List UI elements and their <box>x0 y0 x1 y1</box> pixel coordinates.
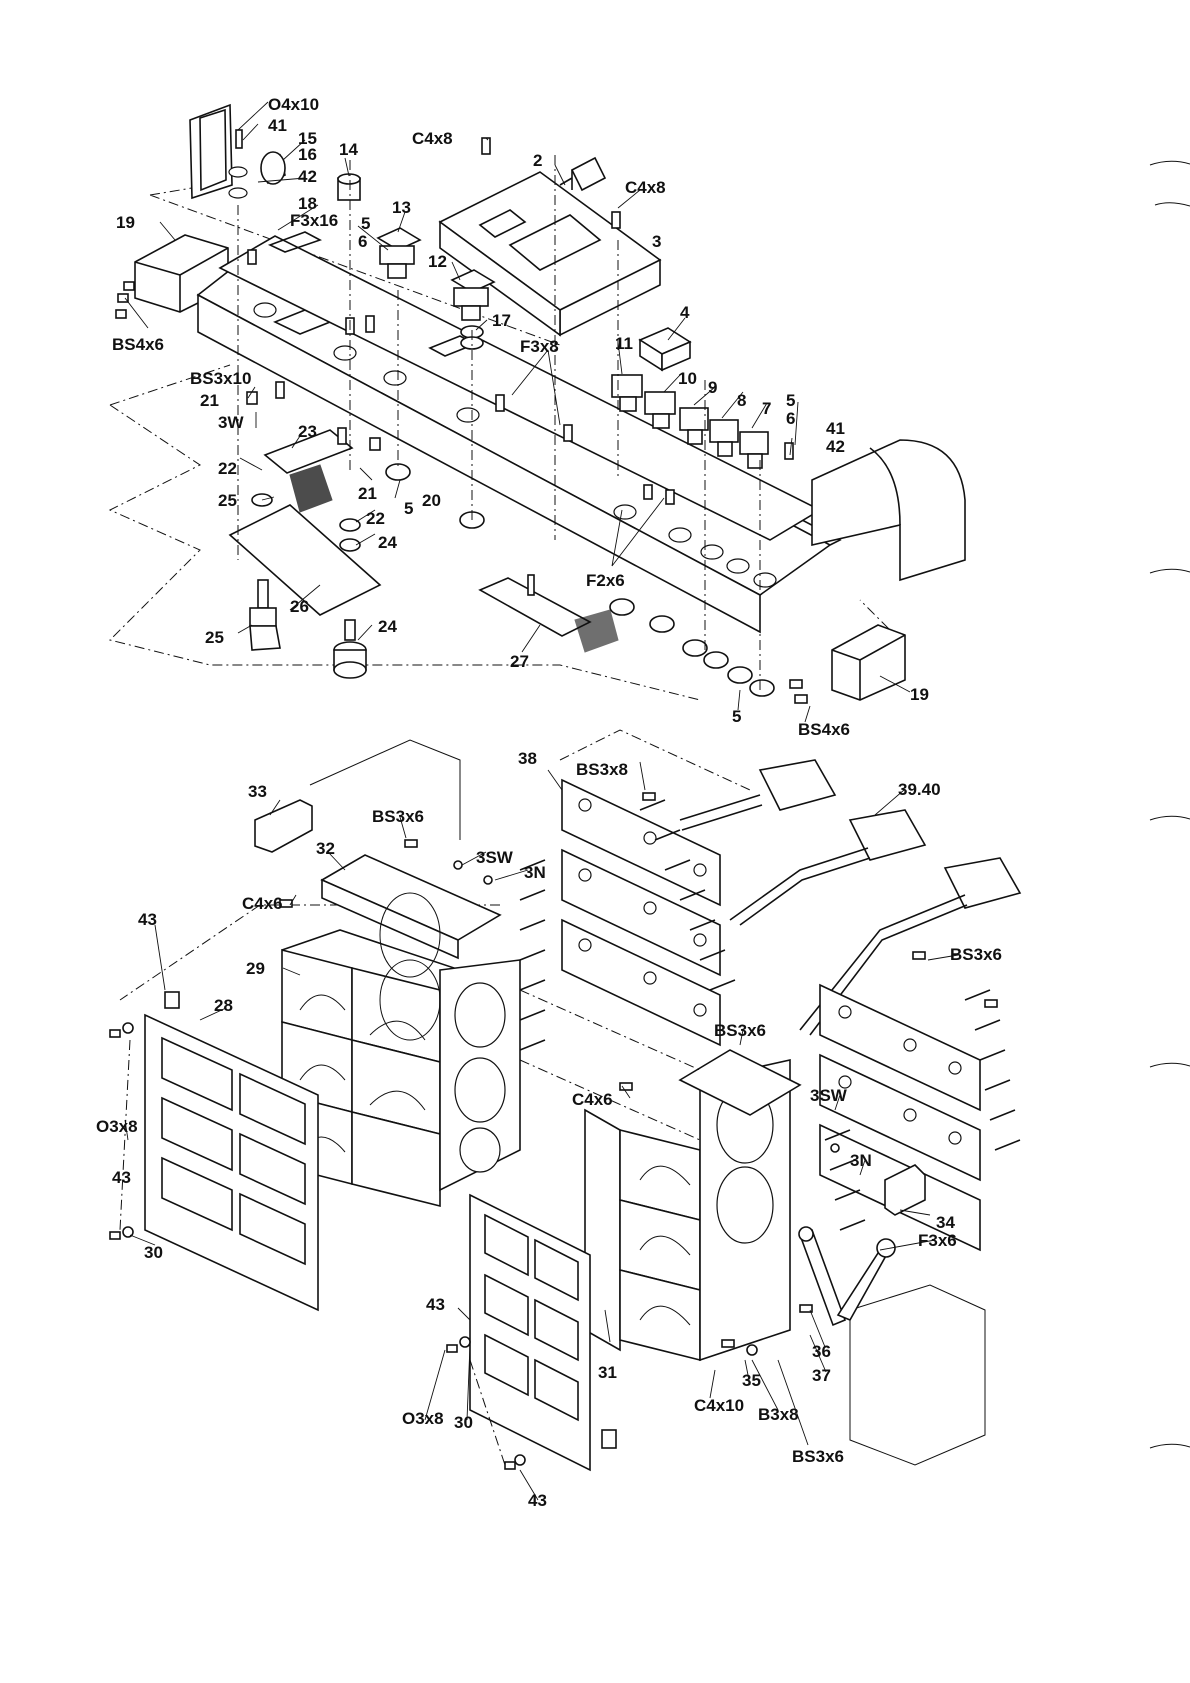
label-43-c: 43 <box>426 1295 445 1314</box>
label-35: 35 <box>742 1371 761 1390</box>
label-27: 27 <box>510 652 529 671</box>
label-19-a: 19 <box>116 213 135 232</box>
label-b3x8: B3x8 <box>758 1405 799 1424</box>
label-24-a: 24 <box>378 533 397 552</box>
label-14: 14 <box>339 140 358 159</box>
label-f2x6: F2x6 <box>586 571 625 590</box>
label-32: 32 <box>316 839 335 858</box>
label-6-b: 6 <box>786 409 795 428</box>
label-5-d: 5 <box>732 707 741 726</box>
label-24-b: 24 <box>378 617 397 636</box>
upper-panel-assembly <box>110 105 965 703</box>
label-5-b: 5 <box>786 391 795 410</box>
label-c4x8-a: C4x8 <box>412 129 453 148</box>
label-3sw-a: 3SW <box>476 848 514 867</box>
label-c4x6-a: C4x6 <box>242 894 283 913</box>
label-42-b: 42 <box>826 437 845 456</box>
label-30-b: 30 <box>454 1413 473 1432</box>
label-42: 42 <box>298 167 317 186</box>
label-23: 23 <box>298 422 317 441</box>
label-bs3x10: BS3x10 <box>190 369 251 388</box>
label-7: 7 <box>762 399 771 418</box>
label-f3x6: F3x6 <box>918 1231 957 1250</box>
label-9: 9 <box>708 378 717 397</box>
label-37: 37 <box>812 1366 831 1385</box>
label-10: 10 <box>678 369 697 388</box>
label-5-c: 5 <box>404 499 413 518</box>
label-21-a: 21 <box>200 391 219 410</box>
label-bs4x6-a: BS4x6 <box>112 335 164 354</box>
label-bs3x6-d: BS3x6 <box>792 1447 844 1466</box>
label-c4x6-b: C4x6 <box>572 1090 613 1109</box>
label-34: 34 <box>936 1213 955 1232</box>
label-38: 38 <box>518 749 537 768</box>
label-f3x8: F3x8 <box>520 337 559 356</box>
label-30-a: 30 <box>144 1243 163 1262</box>
label-12: 12 <box>428 252 447 271</box>
label-bs3x8: BS3x8 <box>576 760 628 779</box>
label-41: 41 <box>268 116 287 135</box>
label-16: 16 <box>298 145 317 164</box>
label-26: 26 <box>290 597 309 616</box>
label-41-b: 41 <box>826 419 845 438</box>
label-13: 13 <box>392 198 411 217</box>
binder-marks <box>1150 161 1190 1448</box>
label-11: 11 <box>615 334 633 353</box>
label-2: 2 <box>533 151 542 170</box>
label-bs3x6-a: BS3x6 <box>372 807 424 826</box>
label-o4x10: O4x10 <box>268 95 319 114</box>
label-22-a: 22 <box>218 459 237 478</box>
label-3sw-b: 3SW <box>810 1086 848 1105</box>
label-c4x8-b: C4x8 <box>625 178 666 197</box>
label-33: 33 <box>248 782 267 801</box>
label-17: 17 <box>492 311 511 330</box>
label-21-b: 21 <box>358 484 377 503</box>
rear-panels-38 <box>562 780 720 1045</box>
label-28: 28 <box>214 996 233 1015</box>
label-4: 4 <box>680 303 690 322</box>
label-c4x10: C4x10 <box>694 1396 744 1415</box>
label-31: 31 <box>598 1363 617 1382</box>
label-39-40: 39.40 <box>898 780 941 799</box>
label-36: 36 <box>812 1342 831 1361</box>
meter-block-right <box>585 1050 800 1360</box>
label-5-a: 5 <box>361 214 370 233</box>
label-25-b: 25 <box>205 628 224 647</box>
label-3n-a: 3N <box>524 863 546 882</box>
label-o3x8-a: O3x8 <box>96 1117 138 1136</box>
label-3n-b: 3N <box>850 1151 872 1170</box>
label-6-a: 6 <box>358 232 367 251</box>
label-43-a: 43 <box>138 910 157 929</box>
label-19-b: 19 <box>910 685 929 704</box>
label-8: 8 <box>737 391 746 410</box>
label-3w: 3W <box>218 413 244 432</box>
label-22-b: 22 <box>366 509 385 528</box>
label-bs3x6-b: BS3x6 <box>950 945 1002 964</box>
label-43-d: 43 <box>528 1491 547 1510</box>
label-20: 20 <box>422 491 441 510</box>
label-o3x8-b: O3x8 <box>402 1409 444 1428</box>
label-3: 3 <box>652 232 661 251</box>
label-bs3x6-c: BS3x6 <box>714 1021 766 1040</box>
label-29: 29 <box>246 959 265 978</box>
label-43-b: 43 <box>112 1168 131 1187</box>
connectors-39-40 <box>680 760 1020 1035</box>
label-25-a: 25 <box>218 491 237 510</box>
label-f3x16: F3x16 <box>290 211 338 230</box>
label-bs4x6-b: BS4x6 <box>798 720 850 739</box>
